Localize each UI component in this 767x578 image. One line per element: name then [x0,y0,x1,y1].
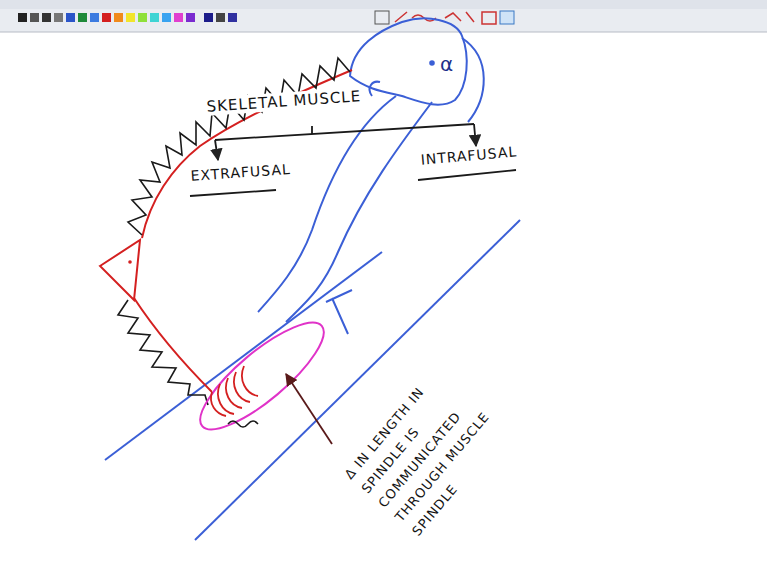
term-label: EXTRAFUSAL [188,161,293,185]
squiggle [228,421,258,427]
muscle-spindle [187,307,337,444]
term-label: SKELETAL MUSCLE [204,87,364,116]
annotation-note: Δ IN LENGTH IN SPINDLE IS COMMUNICATED T… [338,354,522,543]
toolbar [0,0,767,32]
term-label: INTRAFUSAL [418,143,520,169]
pointer-arrow [286,374,332,444]
neuron-symbol: α [438,52,456,76]
annulospiral-coil [211,366,258,416]
